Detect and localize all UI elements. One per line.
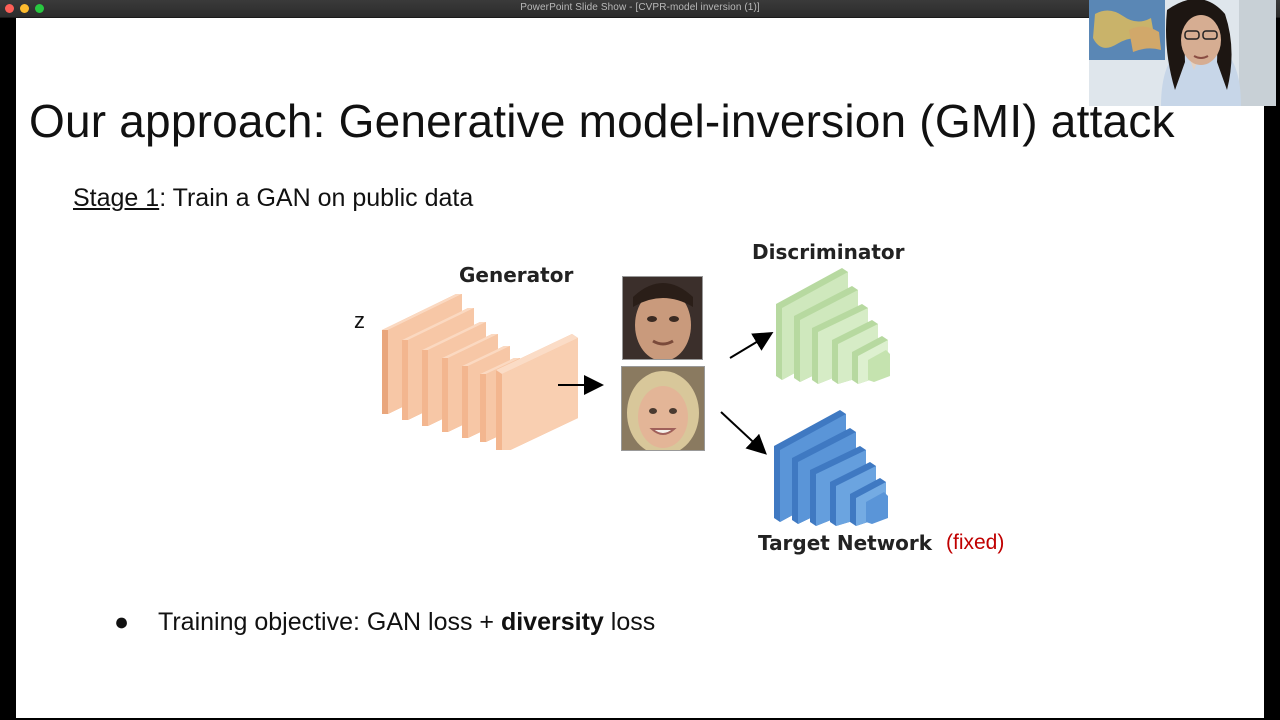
discriminator-layer [868,350,890,382]
z-label: z [354,308,365,333]
generator-label: Generator [459,263,574,287]
generated-face-image-male [622,276,703,360]
close-window-icon[interactable] [5,4,14,13]
target-network-layer [866,492,888,524]
bullet-text-bold: diversity [500,608,604,636]
minimize-window-icon[interactable] [20,4,29,13]
stage-text: : Train a GAN on public data [159,184,474,212]
arrows-layer [558,331,774,455]
presenter-webcam-video [1089,0,1276,106]
window-titlebar: PowerPoint Slide Show - [CVPR-model inve… [0,0,1280,18]
fixed-label: (fixed) [946,531,1005,554]
stage-label: Stage 1 [73,184,160,212]
slide-canvas[interactable]: Our approach: Generative model-inversion… [16,18,1264,718]
zoom-window-icon[interactable] [35,4,44,13]
arrow-icon [729,331,774,359]
bullet-text-prefix: Training objective: GAN loss + [158,608,501,636]
stage-heading: Stage 1: Train a GAN on public data [73,184,473,213]
discriminator-diagram [776,268,890,384]
bullet-text: Training objective: GAN loss + diversity… [158,608,655,637]
bullet-text-suffix: loss [603,608,656,636]
target-network-label: Target Network [758,531,933,555]
generator-diagram [382,294,578,450]
target-network-diagram [774,410,888,526]
discriminator-label: Discriminator [752,240,905,264]
slide-title: Our approach: Generative model-inversion… [29,95,1175,147]
generated-face-image-female [621,366,705,451]
arrow-icon [720,411,767,455]
generator-layer [496,334,578,450]
bullet-dot: ● [114,608,130,636]
window-title: PowerPoint Slide Show - [CVPR-model inve… [520,2,760,13]
